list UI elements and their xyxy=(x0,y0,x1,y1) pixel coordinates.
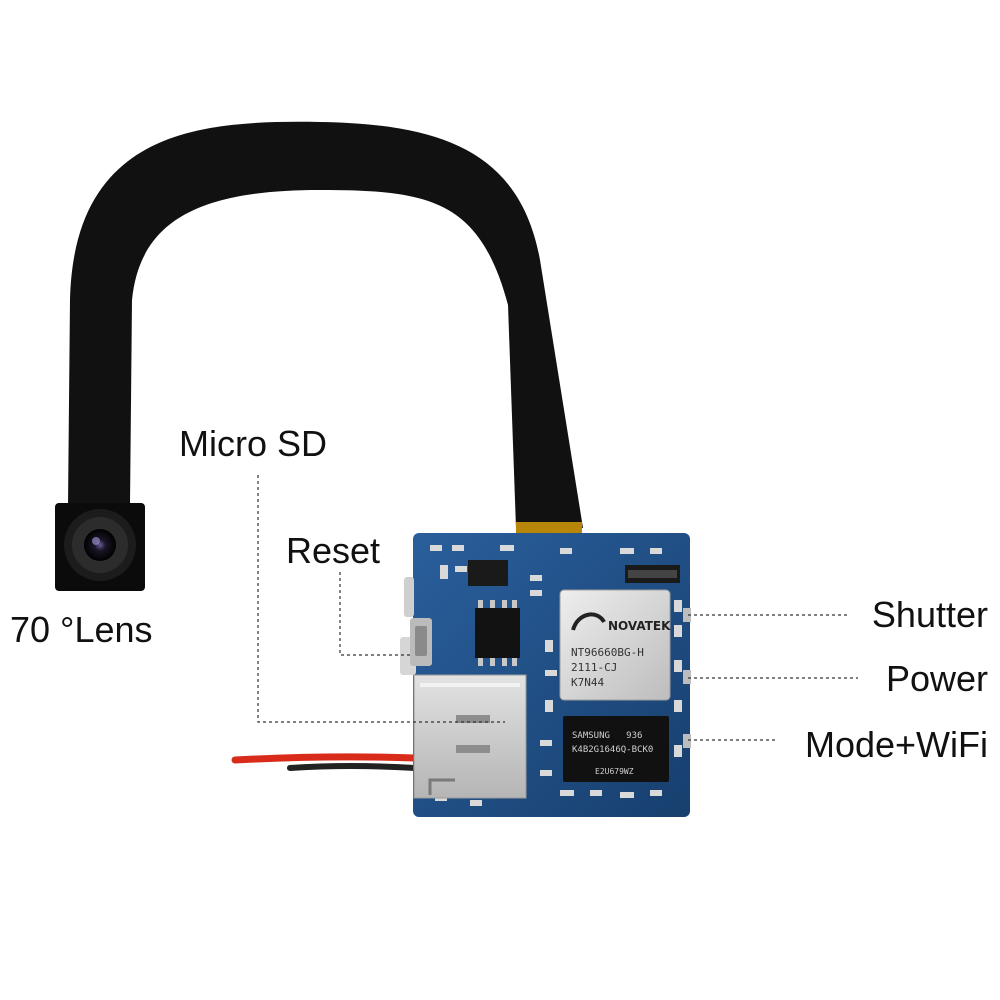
soc-line-3: K7N44 xyxy=(571,676,604,689)
power-wire xyxy=(231,753,419,771)
memory-line-1: SAMSUNG 936 xyxy=(572,731,642,741)
soc-line-2: 2111-CJ xyxy=(571,661,617,674)
micro-sd-slot xyxy=(413,674,527,799)
shutter-label: Shutter xyxy=(871,594,988,635)
lens-label: 70 °Lens xyxy=(10,609,153,650)
soc-brand: NOVATEK xyxy=(608,619,671,633)
soc-line-1: NT96660BG-H xyxy=(571,646,644,659)
soc-chip xyxy=(559,589,671,701)
ribbon-connector xyxy=(516,522,582,534)
micro-sd-label: Micro SD xyxy=(179,423,328,464)
reset-label: Reset xyxy=(286,530,381,571)
memory-chip xyxy=(563,716,669,782)
mode-wifi-label: Mode+WiFi xyxy=(804,724,988,765)
memory-line-2: K4B2G1646Q-BCK0 xyxy=(572,745,653,755)
power-label: Power xyxy=(885,658,988,699)
leader-micro-sd xyxy=(257,475,505,723)
leader-lines xyxy=(257,475,858,741)
leader-reset xyxy=(339,572,410,656)
ribbon-cable xyxy=(68,121,583,528)
lens-module xyxy=(55,503,145,591)
memory-line-3: E2U679WZ xyxy=(595,767,634,776)
